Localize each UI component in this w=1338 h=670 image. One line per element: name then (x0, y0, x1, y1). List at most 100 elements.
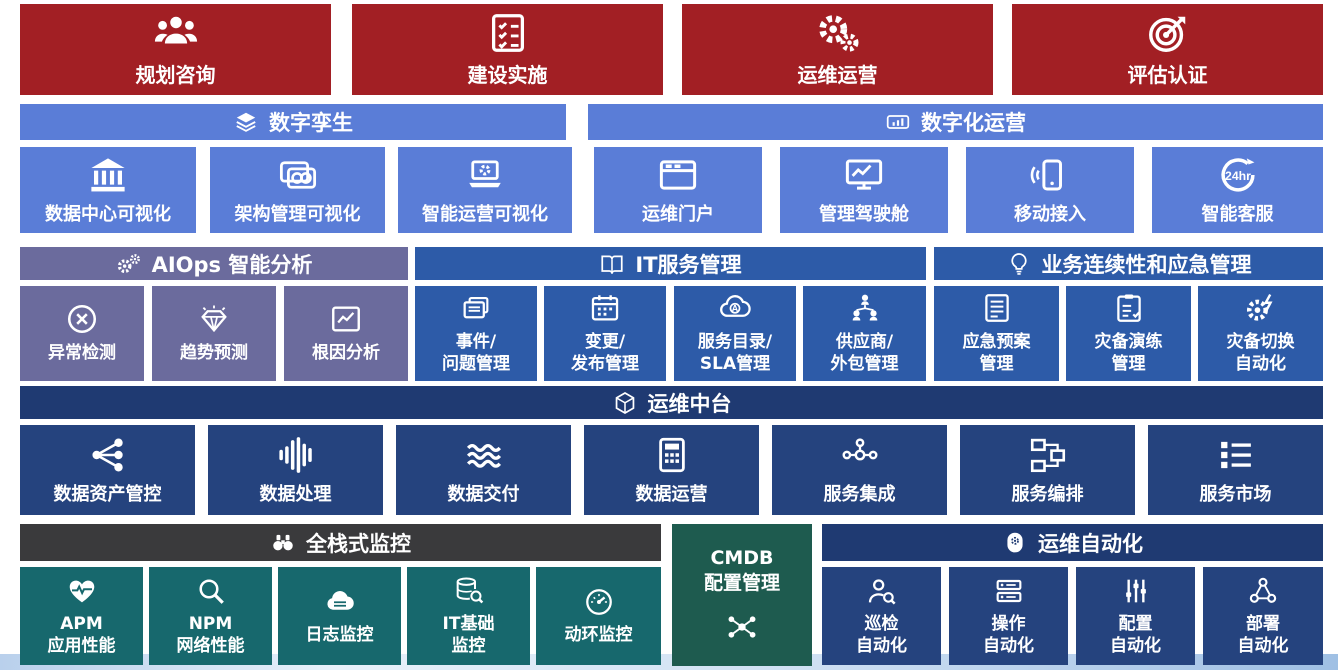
header-full-stack-monitoring: 全栈式监控 (20, 524, 661, 561)
target-icon (1145, 10, 1191, 56)
waves-icon (463, 434, 505, 476)
org-people-icon (848, 291, 882, 325)
cell-incident-problem: 事件/问题管理 (415, 286, 537, 381)
cell-log-monitoring: 日志监控 (278, 567, 401, 665)
header-label: 数字化运营 (921, 111, 1026, 135)
cell-label: 变更/发布管理 (571, 332, 639, 374)
service-24hr-icon (1217, 154, 1259, 196)
mobile-phone-icon (1029, 154, 1071, 196)
cell-label: 架构管理可视化 (234, 203, 361, 225)
cell-service-orchestration: 服务编排 (960, 425, 1135, 515)
tile-label: 评估认证 (1127, 63, 1208, 88)
database-search-icon (453, 575, 485, 607)
gem-icon (197, 302, 231, 336)
cell-label: 巡检自动化 (856, 613, 907, 656)
dashboard-monitor-icon (843, 154, 885, 196)
cell-vendor-outsourcing: 供应商/外包管理 (803, 286, 926, 381)
checklist-icon (485, 10, 531, 56)
header-label: 全栈式监控 (306, 531, 411, 556)
platform-box-icon (612, 390, 638, 416)
cell-label: 配置自动化 (1110, 613, 1161, 656)
cell-label: 数据处理 (259, 483, 332, 505)
tile-evaluation-certification: 评估认证 (1012, 4, 1323, 95)
cell-catalog-sla: 服务目录/SLA管理 (674, 286, 796, 381)
header-label: IT服务管理 (635, 252, 742, 277)
cell-data-delivery: 数据交付 (396, 425, 571, 515)
gears-icon (815, 10, 861, 56)
cell-emergency-plan: 应急预案管理 (934, 286, 1059, 381)
laptop-gear-icon (464, 154, 506, 196)
header-digital-twin: 数字孪生 (20, 104, 566, 140)
gears-pair-icon (116, 251, 142, 277)
cell-operation-automation: 操作自动化 (949, 567, 1068, 665)
header-label: 运维自动化 (1038, 531, 1143, 556)
cell-mobile-access: 移动接入 (966, 147, 1134, 233)
linked-nodes-icon (839, 434, 881, 476)
bank-icon (87, 154, 129, 196)
cell-data-operation: 数据运营 (584, 425, 759, 515)
chart-box-icon (329, 302, 363, 336)
header-bcm: 业务连续性和应急管理 (934, 247, 1323, 280)
server-stack-icon (993, 575, 1025, 607)
person-search-icon (866, 575, 898, 607)
header-label: AIOps 智能分析 (151, 252, 313, 277)
people-group-icon (153, 10, 199, 56)
browser-window-icon (657, 154, 699, 196)
header-ops-automation: 运维自动化 (822, 524, 1323, 561)
cell-label: 灾备切换自动化 (1226, 332, 1295, 374)
magnifier-icon (195, 575, 227, 607)
header-aiops: AIOps 智能分析 (20, 247, 408, 280)
cell-label: 部署自动化 (1237, 613, 1289, 656)
header-label: 数字孪生 (269, 111, 353, 135)
cloud-a-icon (718, 291, 752, 325)
signal-device-icon (885, 109, 911, 135)
layers-icon (233, 109, 259, 135)
cell-label: IT基础监控 (442, 613, 495, 656)
binoculars-icon (270, 530, 296, 556)
heart-pulse-icon (66, 575, 98, 607)
cell-intelligent-ops-visualization: 智能运营可视化 (398, 147, 572, 233)
cell-label: 服务编排 (1011, 483, 1084, 505)
cell-service-integration: 服务集成 (772, 425, 947, 515)
cell-label: 管理驾驶舱 (819, 203, 909, 225)
cell-label: 服务目录/SLA管理 (697, 332, 773, 374)
header-middle-platform: 运维中台 (20, 386, 1323, 419)
triangle-nodes-icon (1247, 575, 1279, 607)
cell-datacenter-visualization: 数据中心可视化 (20, 147, 196, 233)
cell-label: 供应商/外包管理 (830, 332, 899, 374)
cell-anomaly-detection: 异常检测 (20, 286, 144, 381)
calendar-icon (588, 291, 622, 325)
cell-dr-switch-automation: 灾备切换自动化 (1198, 286, 1323, 381)
cell-label: 数据运营 (635, 483, 708, 505)
header-label: 业务连续性和应急管理 (1041, 252, 1252, 277)
cell-config-automation: 配置自动化 (1076, 567, 1195, 665)
tile-planning-consulting: 规划咨询 (20, 4, 331, 95)
cell-label: 灾备演练管理 (1094, 332, 1163, 374)
cell-change-release: 变更/发布管理 (544, 286, 666, 381)
cell-trend-prediction: 趋势预测 (152, 286, 276, 381)
flow-boxes-icon (1027, 434, 1069, 476)
header-label: 运维中台 (647, 391, 732, 416)
cell-inspection-automation: 巡检自动化 (822, 567, 941, 665)
cell-service-market: 服务市场 (1148, 425, 1323, 515)
cell-smart-customer-service: 智能客服 (1152, 147, 1323, 233)
cell-architecture-visualization: 架构管理可视化 (210, 147, 385, 233)
cell-label: 操作自动化 (983, 613, 1034, 656)
calculator-icon (651, 434, 693, 476)
cell-label: 动环监控 (564, 624, 633, 645)
cell-label: 移动接入 (1014, 203, 1086, 225)
cell-it-infra-monitoring: IT基础监控 (407, 567, 530, 665)
cell-label: 智能客服 (1201, 203, 1274, 225)
cell-label: 服务市场 (1199, 483, 1272, 505)
cell-label: 服务集成 (823, 483, 896, 505)
cloud-lines-icon (324, 586, 356, 618)
gauge-icon (583, 586, 615, 618)
gear-bolt-icon (1244, 291, 1278, 325)
stacked-cards-icon (459, 291, 493, 325)
waveform-icon (275, 434, 317, 476)
cell-data-asset: 数据资产管控 (20, 425, 195, 515)
cards-view-icon (277, 154, 319, 196)
